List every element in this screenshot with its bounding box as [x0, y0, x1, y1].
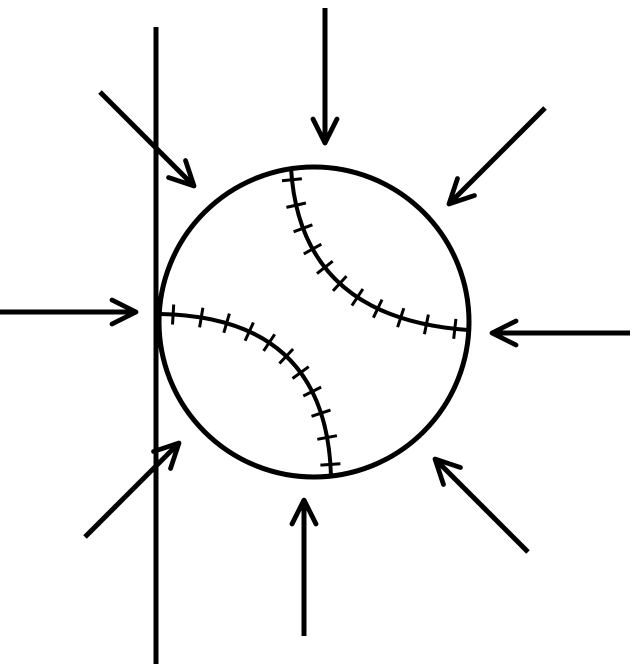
seam-stitch	[424, 315, 428, 335]
arrow-top-right	[449, 108, 545, 204]
arrow-bottom-right	[435, 459, 528, 552]
seam-stitch	[173, 305, 174, 325]
arrow-top-left	[100, 92, 194, 186]
seam-stitch	[282, 179, 302, 181]
arrow-bottom-left	[85, 443, 179, 537]
seam-stitch	[264, 334, 275, 351]
seam-stitch	[317, 436, 337, 440]
seam-stitch	[352, 289, 363, 306]
seam-stitch	[320, 464, 340, 465]
seam-stitch	[454, 319, 456, 339]
seam-stitch	[200, 308, 203, 328]
